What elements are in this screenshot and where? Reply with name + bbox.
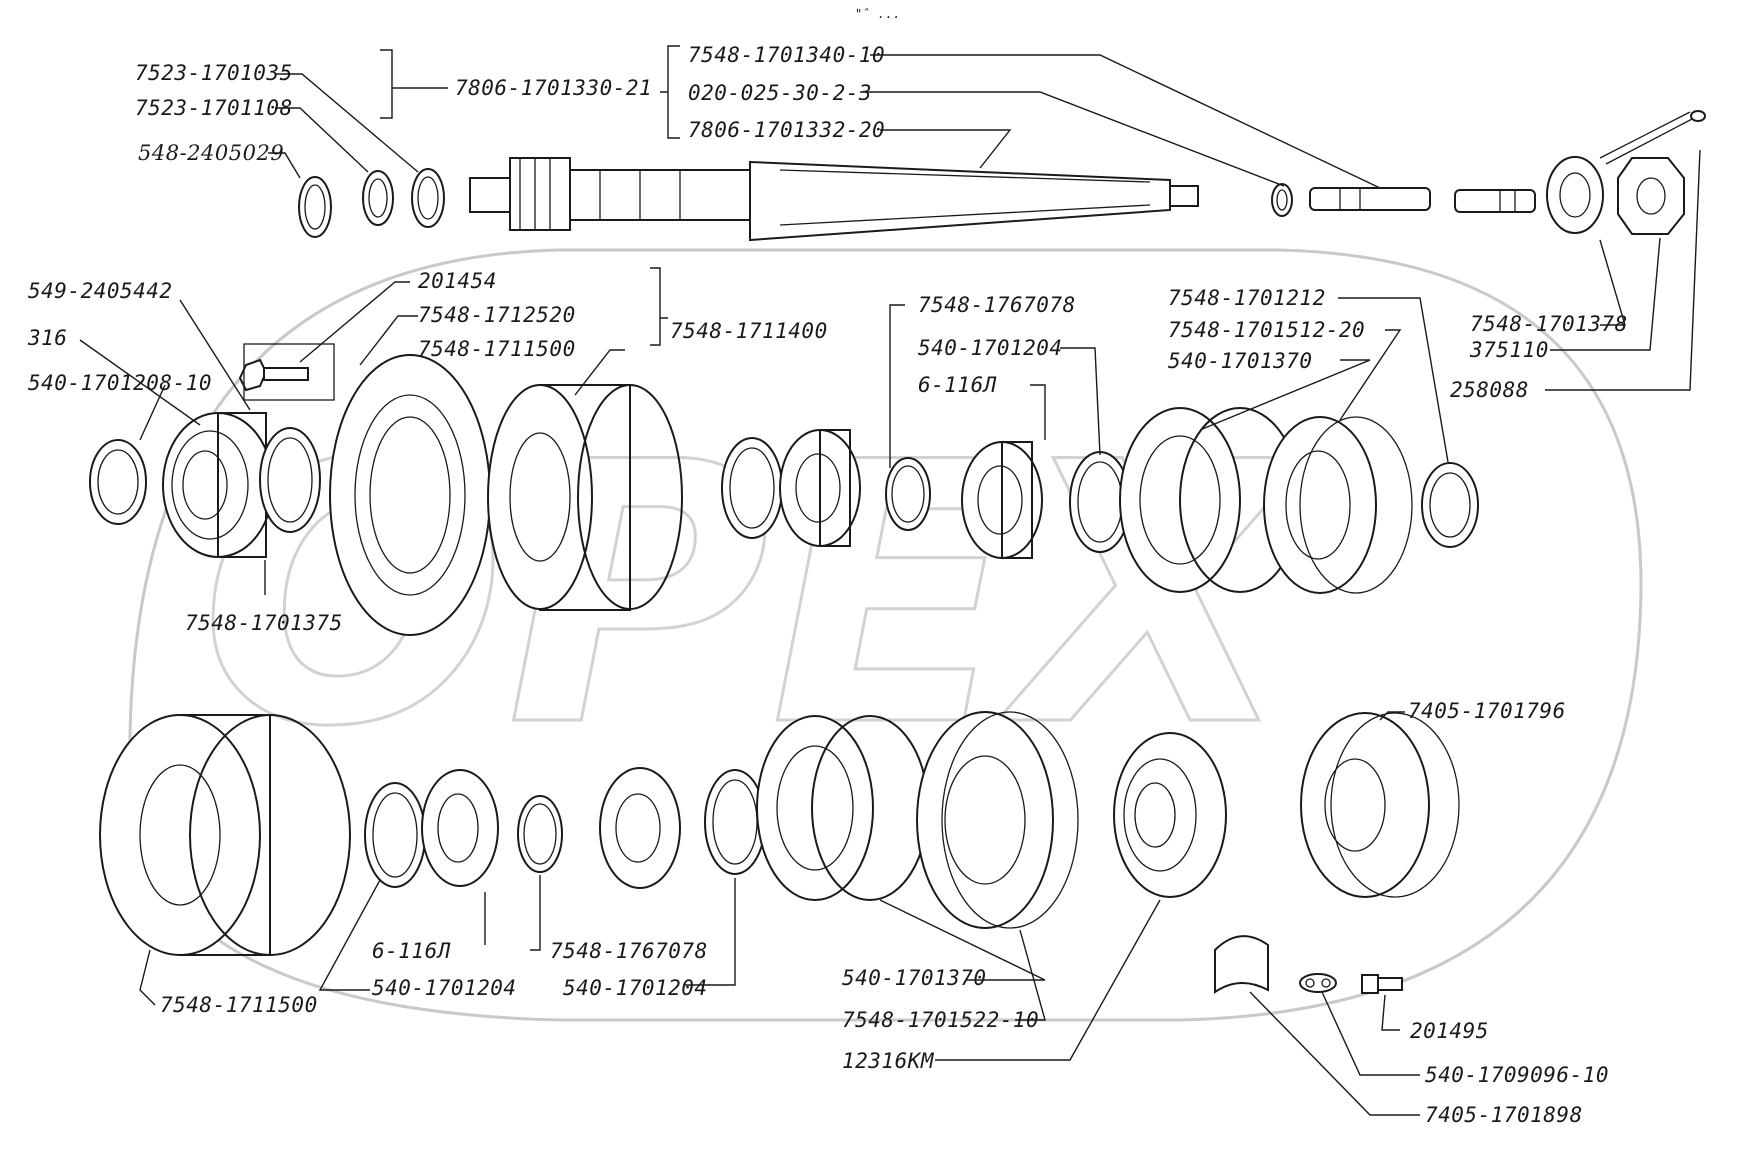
label-7548-1767078-a: 7548-1767078 — [918, 293, 1076, 317]
pin-7548-1701340-10 — [1309, 187, 1431, 211]
ring-540-1701208-10 — [89, 439, 147, 525]
watermark: OPEX — [128, 248, 1643, 1022]
label-6-116L-a: 6-116Л — [918, 373, 997, 397]
label-540-1701204-a: 540-1701204 — [918, 336, 1063, 360]
snap-ring-540-1701204-b — [364, 782, 426, 888]
bolt-201454 — [238, 358, 309, 392]
label-375110: 375110 — [1469, 338, 1549, 362]
snap-ring-7548-1701375 — [259, 427, 321, 533]
label-7548-1701375: 7548-1701375 — [185, 611, 343, 635]
bearing-540-1701204-c — [599, 767, 681, 889]
label-7548-1701340-10: 7548-1701340-10 — [688, 43, 885, 67]
label-7806-1701330-21: 7806-1701330-21 — [455, 76, 652, 100]
snap-ring-540-1701204-a — [721, 437, 783, 539]
washer-7548-1701378 — [1546, 156, 1604, 234]
label-12316KM: 12316КМ — [842, 1049, 935, 1073]
gear-7548-1701522-10 — [916, 711, 1079, 929]
snap-ring-7523-1701108 — [362, 170, 394, 226]
pin-threaded — [1454, 189, 1536, 213]
clamp-7405-1701898 — [1214, 935, 1269, 994]
bearing-12316KM — [1113, 732, 1227, 898]
sleeve-7548-1767078-a — [885, 457, 931, 531]
bolt-callout-box — [243, 343, 335, 401]
snap-ring-7523-1701035 — [411, 168, 445, 228]
label-540-1701370-a: 540-1701370 — [1168, 349, 1313, 373]
label-548-2405029: 548-2405029 — [138, 141, 284, 165]
label-201454: 201454 — [418, 269, 497, 293]
label-540-1701204-b: 540-1701204 — [372, 976, 517, 1000]
gear-7548-1701212 — [1263, 416, 1413, 594]
bearing-6-116L-a — [779, 429, 861, 547]
label-316: 316 — [27, 326, 67, 350]
label-7523-1701108: 7523-1701108 — [135, 96, 293, 120]
label-7548-1712520: 7548-1712520 — [418, 303, 576, 327]
o-ring-020-025-30-2-3 — [1271, 183, 1293, 217]
label-540-1709096-10: 540-1709096-10 — [1425, 1063, 1609, 1087]
label-7548-1767078-b: 7548-1767078 — [550, 939, 708, 963]
label-201495: 201495 — [1410, 1019, 1489, 1043]
label-7405-1701796: 7405-1701796 — [1408, 699, 1566, 723]
label-6-116L-b: 6-116Л — [372, 939, 451, 963]
label-7405-1701898: 7405-1701898 — [1425, 1103, 1583, 1127]
disk-7548-1712520 — [329, 354, 491, 636]
label-7548-1701378: 7548-1701378 — [1470, 312, 1628, 336]
label-540-1701204-c: 540-1701204 — [563, 976, 708, 1000]
label-7548-1711500-a: 7548-1711500 — [418, 337, 576, 361]
snap-ring-540-1701204-c — [704, 769, 766, 875]
label-7548-1711500-b: 7548-1711500 — [160, 993, 318, 1017]
label-7548-1701522-10: 7548-1701522-10 — [842, 1008, 1039, 1032]
label-7548-1701212: 7548-1701212 — [1168, 286, 1326, 310]
gear-7405-1701796 — [1300, 712, 1460, 898]
top-mark: "̂ ... — [855, 7, 901, 21]
snap-ring-548-2405029 — [298, 176, 332, 238]
clutch-drum-7548-1711500-a — [487, 384, 683, 611]
leader-lines — [79, 45, 1701, 1116]
cotter-pin-258088 — [1599, 110, 1706, 165]
label-540-1701208-10: 540-1701208-10 — [28, 371, 212, 395]
lock-plate-540-1709096-10 — [1299, 973, 1337, 993]
bearing-540-1701204 — [961, 441, 1043, 559]
main-shaft-7806-1701332-20 — [469, 157, 1199, 242]
sleeve-7548-1701212 — [1421, 462, 1479, 548]
bearing-6-116L-b — [421, 769, 499, 887]
label-020-025-30-2-3: 020-025-30-2-3 — [688, 81, 872, 105]
label-7523-1701035: 7523-1701035 — [135, 61, 293, 85]
sleeve-7548-1767078-b — [517, 795, 563, 873]
label-540-1701370-b: 540-1701370 — [842, 966, 987, 990]
clutch-drum-7548-1711500-b — [99, 714, 351, 956]
castle-nut-375110 — [1617, 157, 1685, 235]
watermark-ring — [128, 248, 1643, 1022]
label-549-2405442: 549-2405442 — [28, 279, 173, 303]
label-258088: 258088 — [1450, 378, 1529, 402]
label-7548-1711400: 7548-1711400 — [670, 319, 828, 343]
bolt-201495 — [1361, 974, 1403, 994]
label-7548-1701512-20: 7548-1701512-20 — [1168, 318, 1365, 342]
bearing-316 — [162, 412, 274, 558]
label-7806-1701332-20: 7806-1701332-20 — [688, 118, 885, 142]
part-labels: 7523-1701035 7523-1701108 548-2405029 78… — [27, 43, 1628, 1127]
